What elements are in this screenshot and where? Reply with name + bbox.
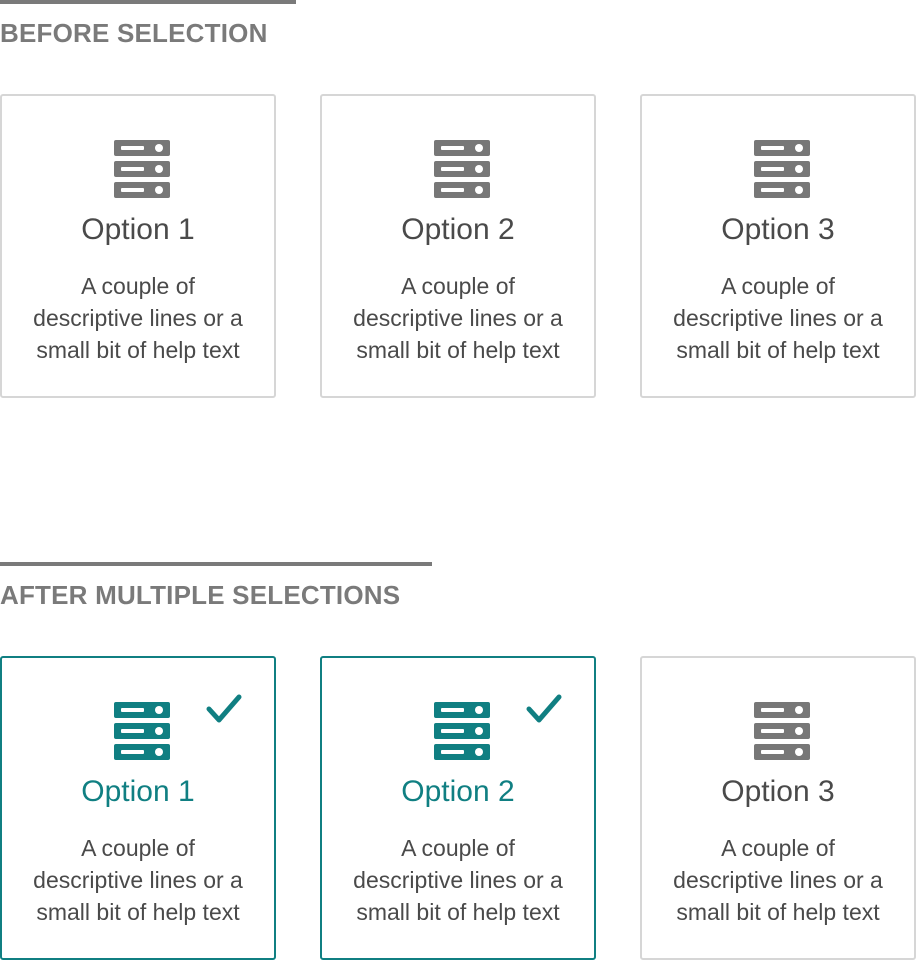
option-description-line: A couple of (401, 835, 515, 861)
option-card-3[interactable]: Option 3 A couple of descriptive lines o… (640, 656, 916, 960)
option-card-2[interactable]: Option 2 A couple of descriptive lines o… (320, 94, 596, 398)
server-icon (114, 140, 170, 198)
option-description-line: small bit of help text (676, 899, 880, 925)
option-description-line: descriptive lines or a (353, 867, 563, 893)
option-description-line: A couple of (721, 273, 835, 299)
option-description: A couple of descriptive lines or a small… (332, 270, 584, 366)
checkmark-icon (526, 694, 562, 723)
server-icon (754, 702, 810, 760)
option-description: A couple of descriptive lines or a small… (12, 270, 264, 366)
option-description-line: descriptive lines or a (33, 305, 243, 331)
option-description-line: descriptive lines or a (673, 867, 883, 893)
option-title: Option 2 (401, 213, 515, 246)
server-icon (434, 702, 490, 760)
server-icon (114, 702, 170, 760)
option-description-line: A couple of (81, 273, 195, 299)
option-card-1[interactable]: Option 1 A couple of descriptive lines o… (0, 94, 276, 398)
section-divider (0, 562, 432, 566)
option-description-line: small bit of help text (356, 899, 560, 925)
option-title: Option 3 (721, 775, 835, 808)
server-icon (754, 140, 810, 198)
option-description: A couple of descriptive lines or a small… (12, 832, 264, 928)
option-description: A couple of descriptive lines or a small… (332, 832, 584, 928)
option-card-1-selected[interactable]: Option 1 A couple of descriptive lines o… (0, 656, 276, 960)
option-description-line: A couple of (721, 835, 835, 861)
option-description-line: small bit of help text (676, 337, 880, 363)
section-title-before-selection: BEFORE SELECTION (0, 18, 268, 48)
option-description-line: A couple of (81, 835, 195, 861)
option-description: A couple of descriptive lines or a small… (652, 832, 904, 928)
option-description-line: descriptive lines or a (353, 305, 563, 331)
option-title: Option 2 (401, 775, 515, 808)
server-icon (434, 140, 490, 198)
option-description-line: small bit of help text (356, 337, 560, 363)
section-divider (0, 0, 296, 4)
option-title: Option 1 (81, 213, 195, 246)
checkmark-icon (206, 694, 242, 723)
option-description-line: small bit of help text (36, 899, 240, 925)
option-description-line: small bit of help text (36, 337, 240, 363)
section-title-after-selections: AFTER MULTIPLE SELECTIONS (0, 580, 401, 610)
option-description: A couple of descriptive lines or a small… (652, 270, 904, 366)
option-description-line: descriptive lines or a (33, 867, 243, 893)
option-card-2-selected[interactable]: Option 2 A couple of descriptive lines o… (320, 656, 596, 960)
option-card-3[interactable]: Option 3 A couple of descriptive lines o… (640, 94, 916, 398)
option-description-line: A couple of (401, 273, 515, 299)
option-title: Option 3 (721, 213, 835, 246)
option-title: Option 1 (81, 775, 195, 808)
option-description-line: descriptive lines or a (673, 305, 883, 331)
